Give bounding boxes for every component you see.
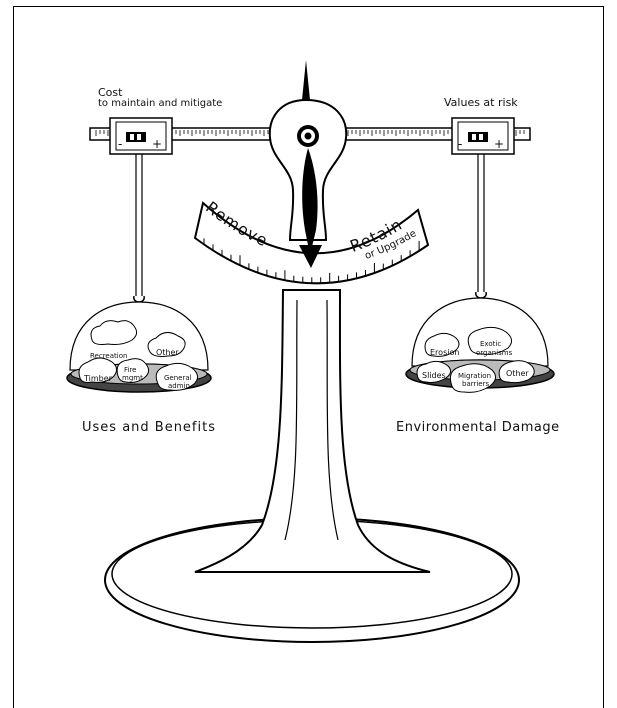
left-plus-label: + <box>152 137 162 151</box>
rock-recreation: Recreation <box>90 352 127 360</box>
rock-timber: Timber <box>83 374 113 383</box>
left-minus-label: - <box>118 137 122 151</box>
rock-slides: Slides <box>422 371 446 380</box>
rock-admin: admin. <box>168 382 192 390</box>
rock-fire: Fire <box>124 366 137 374</box>
rock-barriers: barriers <box>462 380 489 388</box>
right-pan: Erosion Exotic organisms Slides Migratio… <box>406 298 554 392</box>
right-minus-label: - <box>458 137 462 151</box>
rock-exotic: Exotic <box>480 340 501 348</box>
rock-other-right: Other <box>506 369 529 378</box>
rock-general: General <box>164 374 192 382</box>
right-slider[interactable]: - + <box>452 118 514 154</box>
rock-migration: Migration <box>458 372 491 380</box>
right-plus-label: + <box>494 137 504 151</box>
left-slider[interactable]: - + <box>110 118 172 154</box>
environmental-damage-caption: Environmental Damage <box>396 420 560 435</box>
rock-erosion: Erosion <box>430 348 459 357</box>
left-pan: Recreation Other Timber Fire mgmt Genera… <box>67 302 211 392</box>
rock-organisms: organisms <box>476 349 513 357</box>
rock-mgmt: mgmt <box>122 374 143 382</box>
rock-other-left: Other <box>156 348 179 357</box>
cost-subtitle: to maintain and mitigate <box>98 98 222 109</box>
values-at-risk-title: Values at risk <box>444 96 518 109</box>
uses-benefits-caption: Uses and Benefits <box>82 420 216 435</box>
